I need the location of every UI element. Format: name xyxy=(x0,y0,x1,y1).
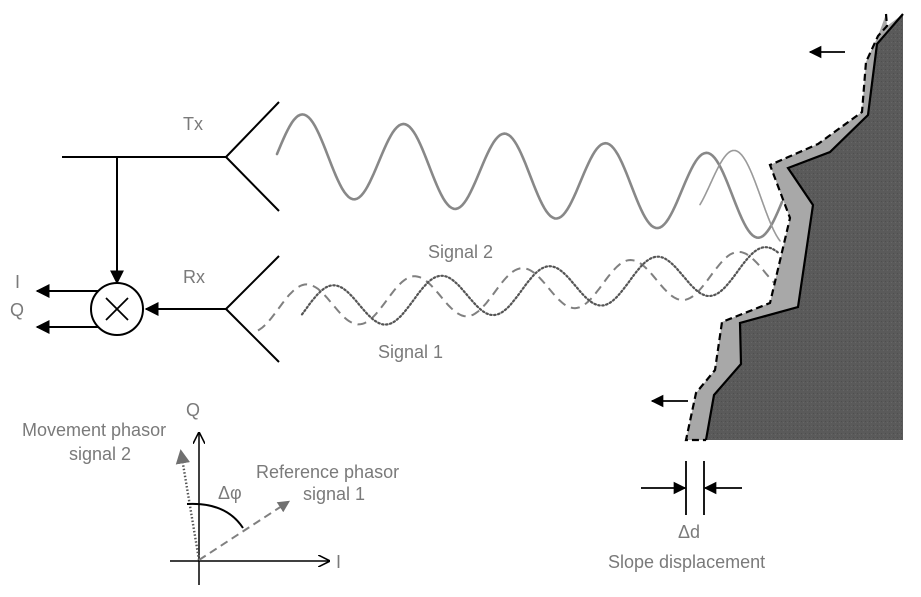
reference-phasor-label-line2: signal 1 xyxy=(303,484,365,504)
transmitted-signal-wave xyxy=(275,113,784,240)
movement-phasor-label-line1: Movement phasor xyxy=(22,420,166,440)
movement-phasor-label-line2: signal 2 xyxy=(69,444,131,464)
transmitted-signal-wave-echo xyxy=(699,149,781,242)
transmitted-wave xyxy=(275,113,784,242)
displacement-indicator: Δd Slope displacement xyxy=(608,461,765,572)
current-slope-outline xyxy=(704,13,904,441)
q-output-label: Q xyxy=(10,300,24,320)
q-axis-label: Q xyxy=(186,400,200,420)
signal-2-label: Signal 2 xyxy=(428,242,493,262)
reference-phasor-label-line1: Reference phasor xyxy=(256,462,399,482)
i-output-label: I xyxy=(15,272,20,292)
rx-antenna-lower xyxy=(225,308,280,363)
tx-label: Tx xyxy=(183,114,203,134)
signal-1-label: Signal 1 xyxy=(378,342,443,362)
i-axis-label: I xyxy=(336,552,341,572)
slope xyxy=(650,13,904,442)
delta-phi-label: Δφ xyxy=(218,483,242,503)
rock-body xyxy=(706,14,903,440)
signal-2-dashed-wave xyxy=(257,250,791,332)
movement-phasor-arrow xyxy=(175,449,201,561)
signal-1-dotted-wave xyxy=(300,246,780,326)
reference-phasor-arrow xyxy=(198,500,291,561)
phasor-diagram: Q I Δφ Movement phasor signal 2 Referenc… xyxy=(22,400,399,585)
transceiver-circuit: Tx Rx I Q xyxy=(10,101,280,363)
rx-label: Rx xyxy=(183,267,205,287)
multiply-circle-icon xyxy=(90,282,144,336)
received-waves: Signal 2 Signal 1 xyxy=(257,242,791,362)
delta-phi-arc xyxy=(186,502,244,529)
tx-antenna-upper xyxy=(225,101,280,158)
delta-d-label: Δd xyxy=(678,522,700,542)
slope-displacement-label: Slope displacement xyxy=(608,552,765,572)
tx-antenna-lower xyxy=(225,156,280,212)
rx-antenna-upper xyxy=(225,255,280,310)
